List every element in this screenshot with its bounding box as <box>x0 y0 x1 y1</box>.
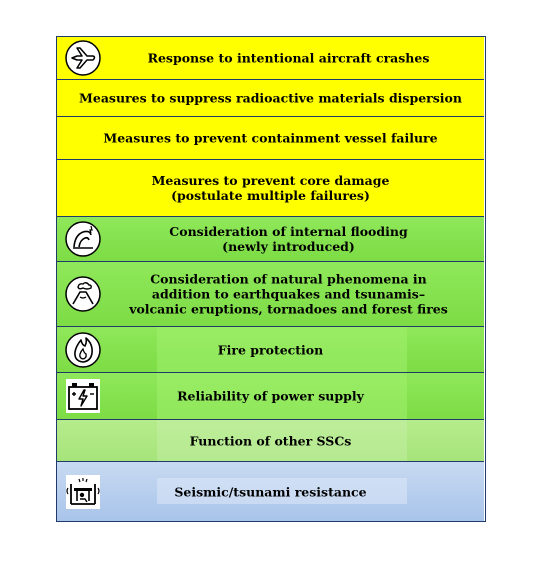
row-power-supply-panel <box>157 373 407 419</box>
row-power-supply-label: Reliability of power supply <box>177 388 364 404</box>
row-core-damage-label: Measures to prevent core damage (postula… <box>151 173 390 203</box>
volcano-icon <box>65 276 101 312</box>
row-dispersion-label: Measures to suppress radioactive materia… <box>79 90 462 106</box>
row-seismic-resistance-label: Seismic/tsunami resistance <box>174 484 367 499</box>
row-internal-flooding-label: Consideration of internal flooding (newl… <box>169 224 408 254</box>
airplane-icon <box>65 40 101 76</box>
row-containment-label: Measures to prevent containment vessel f… <box>103 130 438 146</box>
row-fire-protection-panel <box>157 327 407 372</box>
row-other-sscs: Function of other SSCs <box>57 420 484 462</box>
earthquake-icon <box>65 474 101 510</box>
row-core-damage: Measures to prevent core damage (postula… <box>57 160 484 217</box>
row-power-supply: Reliability of power supply <box>57 373 484 420</box>
row-containment: Measures to prevent containment vessel f… <box>57 117 484 160</box>
row-aircraft-label: Response to intentional aircraft crashes <box>147 50 430 66</box>
row-internal-flooding: Consideration of internal flooding (newl… <box>57 217 484 262</box>
row-aircraft: Response to intentional aircraft crashes <box>57 37 484 80</box>
row-seismic-resistance-panel <box>157 478 407 504</box>
row-fire-protection-label: Fire protection <box>217 342 324 357</box>
battery-icon <box>65 378 101 414</box>
row-other-sscs-panel <box>157 420 407 461</box>
row-natural-phenomena: Consideration of natural phenomena in ad… <box>57 262 484 327</box>
row-other-sscs-label: Function of other SSCs <box>189 433 352 448</box>
row-natural-phenomena-label: Consideration of natural phenomena in ad… <box>129 271 448 317</box>
fire-icon <box>65 331 101 368</box>
flooding-icon <box>65 221 101 257</box>
row-dispersion: Measures to suppress radioactive materia… <box>57 80 484 117</box>
row-seismic-resistance: Seismic/tsunami resistance <box>57 462 484 521</box>
safety-measures-stack: Response to intentional aircraft crashes… <box>56 36 486 522</box>
row-fire-protection: Fire protection <box>57 327 484 373</box>
